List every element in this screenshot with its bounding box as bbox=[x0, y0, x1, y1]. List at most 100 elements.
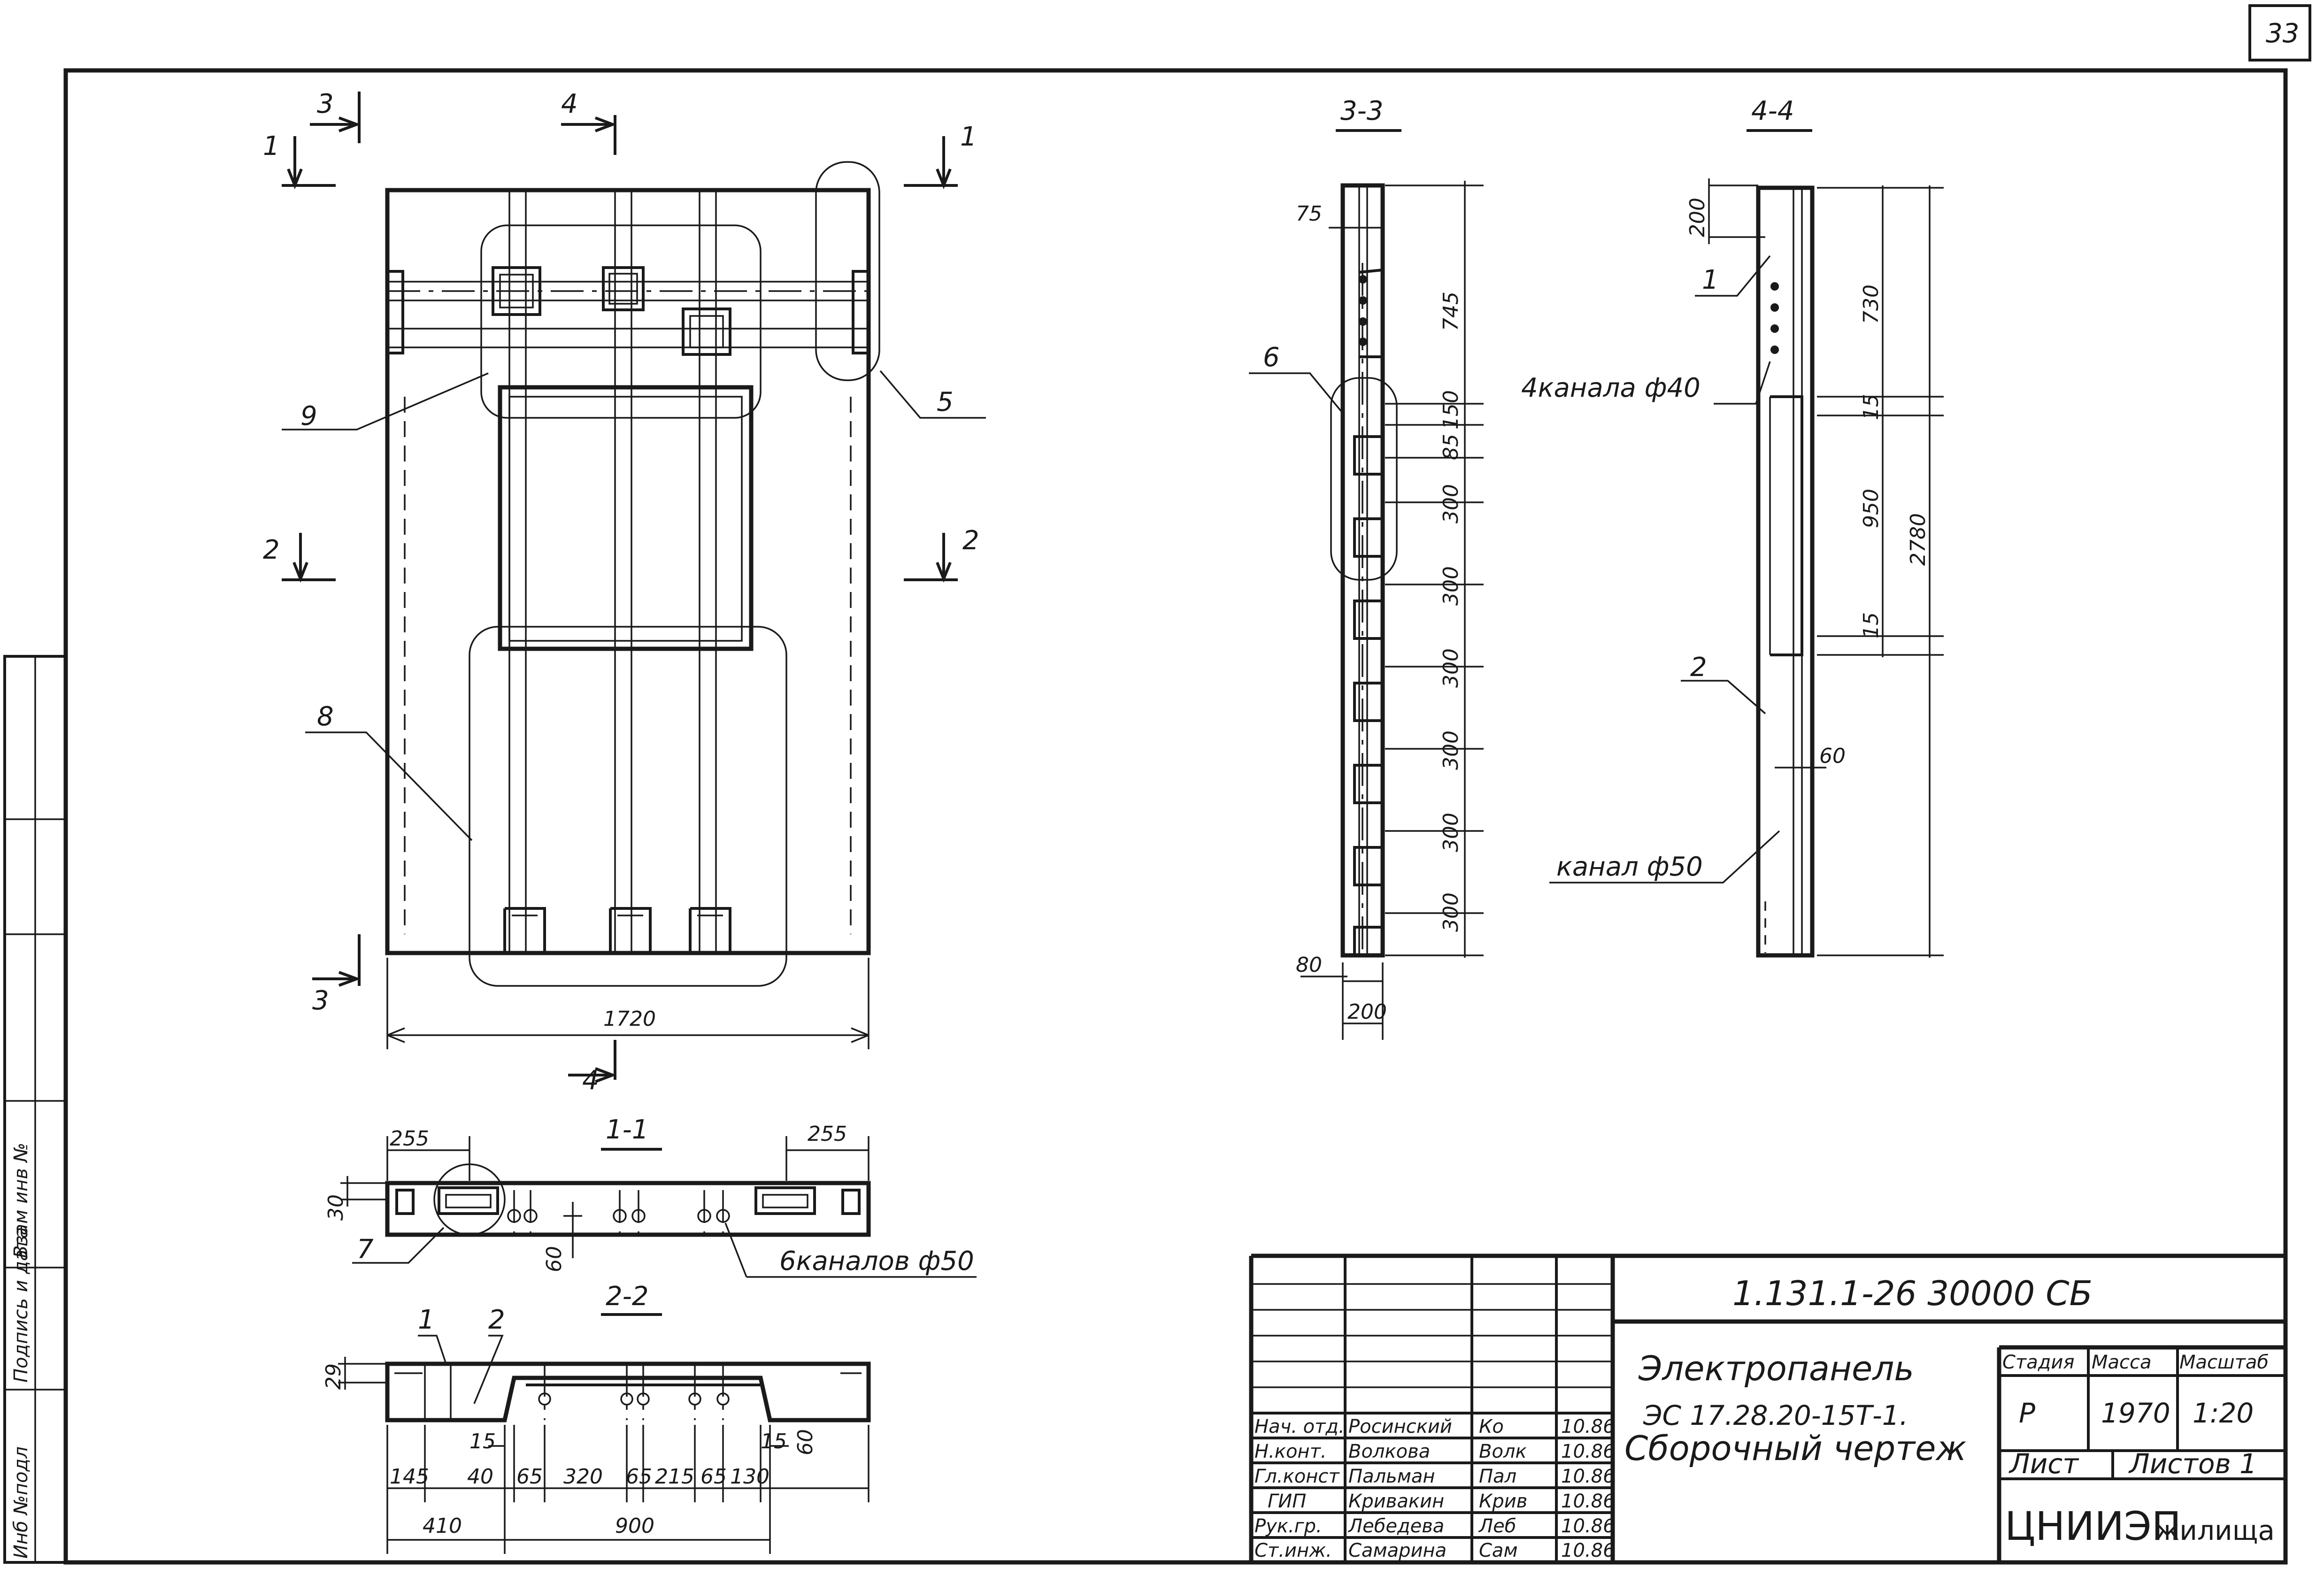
sec33-dim-300-b: 300 bbox=[1439, 566, 1463, 606]
header-mass: Масса bbox=[2092, 1352, 2152, 1373]
cut-mark-4-top: 4 bbox=[561, 89, 578, 119]
sec44-dim-200: 200 bbox=[1685, 198, 1709, 237]
section-1-1-title: 1-1 bbox=[606, 1115, 648, 1145]
sec22-dim-130: 130 bbox=[730, 1465, 770, 1489]
section-4-4-title: 4-4 bbox=[1751, 96, 1794, 126]
signature-sign: Крив bbox=[1479, 1491, 1527, 1512]
callout-7: 7 bbox=[357, 1234, 374, 1265]
sec33-dim-300-c: 300 bbox=[1439, 648, 1463, 688]
note-channel-50: канал ф50 bbox=[1556, 852, 1703, 882]
plan-section-cuts bbox=[282, 92, 958, 1083]
signature-date: 10.86 bbox=[1561, 1441, 1615, 1462]
signature-date: 10.86 bbox=[1561, 1540, 1615, 1561]
title-block-name-2: ЭС 17.28.20-15Т-1. bbox=[1643, 1399, 1908, 1431]
sec22-dim-29: 29 bbox=[322, 1363, 346, 1390]
section-1-1-view bbox=[340, 1136, 977, 1278]
title-block-name-1: Электропанель bbox=[1638, 1349, 1914, 1388]
section-3-3-view bbox=[1249, 181, 1484, 1040]
signature-date: 10.86 bbox=[1561, 1466, 1615, 1487]
signature-sign: Ко bbox=[1479, 1416, 1504, 1438]
sec22-dim-15-right: 15 bbox=[761, 1430, 787, 1453]
callout-6: 6 bbox=[1263, 342, 1280, 373]
title-block-name-3: Сборочный чертеж bbox=[1624, 1429, 1966, 1468]
callout-2-sec44: 2 bbox=[1690, 652, 1707, 683]
org-main: ЦНИИЭП bbox=[2005, 1503, 2181, 1549]
sec22-dim-145: 145 bbox=[390, 1465, 429, 1489]
value-stage: Р bbox=[2019, 1397, 2035, 1429]
value-mass: 1970 bbox=[2101, 1397, 2170, 1429]
plan-view bbox=[385, 161, 880, 1049]
signature-role: Ст.инж. bbox=[1254, 1540, 1332, 1561]
sec44-dim-15-top: 15 bbox=[1859, 394, 1883, 420]
sec33-dim-75: 75 bbox=[1296, 202, 1322, 226]
note-4-channels-40: 4канала ф40 bbox=[1521, 373, 1701, 403]
stamp-cell-replacement: Взам инв № bbox=[10, 1143, 32, 1258]
signature-date: 10.86 bbox=[1561, 1491, 1615, 1512]
sec11-dim-255-right: 255 bbox=[808, 1122, 847, 1146]
sec22-dim-900: 900 bbox=[615, 1514, 654, 1538]
sec33-dim-200: 200 bbox=[1347, 1000, 1387, 1024]
signature-sign: Пал bbox=[1479, 1466, 1516, 1487]
cut-mark-2-right: 2 bbox=[962, 525, 979, 556]
sec11-dim-60: 60 bbox=[542, 1246, 566, 1272]
sec44-dim-950: 950 bbox=[1859, 489, 1883, 528]
cut-mark-4-bottom: 4 bbox=[582, 1065, 599, 1096]
sec33-dim-300-e: 300 bbox=[1439, 813, 1463, 852]
section-2-2-title: 2-2 bbox=[606, 1281, 648, 1312]
sheet-label: Лист bbox=[2008, 1448, 2079, 1480]
cut-mark-3-bottom: 3 bbox=[312, 985, 329, 1016]
sheets-label: Листов 1 bbox=[2128, 1448, 2257, 1480]
stamp-cell-signature-date: Подпись и дата bbox=[10, 1227, 32, 1383]
sec22-dim-65-b: 65 bbox=[626, 1465, 652, 1489]
callout-1-sec44: 1 bbox=[1702, 265, 1719, 295]
sec44-dim-15-bottom: 15 bbox=[1859, 612, 1883, 638]
header-stage: Стадия bbox=[2002, 1352, 2074, 1373]
org-sub: жилища bbox=[2155, 1514, 2275, 1546]
sec33-dim-85: 85 bbox=[1439, 434, 1463, 460]
section-4-4-view bbox=[1549, 178, 1944, 958]
cut-mark-1-left: 1 bbox=[263, 131, 280, 161]
section-3-3-title: 3-3 bbox=[1340, 96, 1383, 126]
signature-role: Нач. отд. bbox=[1254, 1416, 1345, 1438]
signature-name: Самарина bbox=[1348, 1540, 1447, 1561]
sec22-dim-40: 40 bbox=[467, 1465, 493, 1489]
signature-name: Волкова bbox=[1348, 1441, 1430, 1462]
sheet-frame bbox=[63, 4, 2311, 1565]
plan-callout-leaders bbox=[282, 370, 986, 841]
signature-sign: Сам bbox=[1479, 1540, 1518, 1561]
sec33-dim-300-f: 300 bbox=[1439, 892, 1463, 932]
callout-9: 9 bbox=[300, 401, 317, 431]
signature-role: ГИП bbox=[1268, 1491, 1306, 1512]
title-block-grid bbox=[1249, 1253, 2286, 1562]
signature-sign: Волк bbox=[1479, 1441, 1527, 1462]
sec22-dim-65-a: 65 bbox=[516, 1465, 543, 1489]
sec22-dim-15-left: 15 bbox=[469, 1430, 496, 1453]
signature-role: Рук.гр. bbox=[1254, 1515, 1322, 1537]
sec22-dim-60: 60 bbox=[793, 1429, 817, 1455]
signature-name: Лебедева bbox=[1347, 1515, 1444, 1537]
callout-5: 5 bbox=[937, 387, 954, 417]
cut-mark-1-right: 1 bbox=[960, 122, 977, 152]
signature-name: Росинский bbox=[1348, 1416, 1452, 1438]
sec44-dim-60: 60 bbox=[1819, 744, 1846, 768]
header-scale: Масштаб bbox=[2179, 1352, 2269, 1373]
signature-sign: Леб bbox=[1478, 1515, 1516, 1537]
sec22-dim-320: 320 bbox=[563, 1465, 603, 1489]
sec44-dim-730: 730 bbox=[1859, 284, 1883, 324]
sec33-dim-80: 80 bbox=[1296, 953, 1322, 977]
sec22-dim-410: 410 bbox=[423, 1514, 462, 1538]
sec33-dim-300-a: 300 bbox=[1439, 484, 1463, 523]
callout-1-sec22: 1 bbox=[418, 1305, 435, 1335]
title-block-code: 1.131.1-26 30000 СБ bbox=[1732, 1274, 2093, 1313]
sec11-dim-30: 30 bbox=[324, 1194, 348, 1221]
sheet-number: 33 bbox=[2266, 18, 2299, 49]
sec22-dim-215: 215 bbox=[655, 1465, 694, 1489]
callout-8: 8 bbox=[317, 701, 334, 732]
sec44-dim-2780: 2780 bbox=[1906, 513, 1930, 566]
signature-date: 10.86 bbox=[1561, 1515, 1615, 1537]
side-stamp bbox=[3, 655, 67, 1564]
section-2-2-view bbox=[338, 1335, 871, 1554]
signature-role: Гл.конст bbox=[1254, 1466, 1340, 1487]
